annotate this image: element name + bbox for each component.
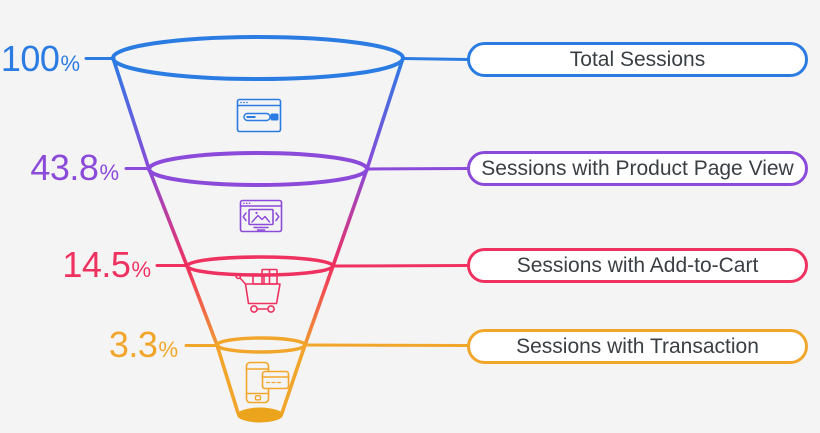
funnel-ring-product-page	[147, 151, 369, 187]
phone-payment-icon	[245, 361, 290, 404]
funnel-ring-transaction	[215, 336, 307, 354]
connector-right-total	[402, 57, 469, 61]
percent-sign: %	[158, 337, 178, 362]
stage-pill-label: Sessions with Product Page View	[481, 156, 794, 180]
funnel-ring-total-sessions	[111, 35, 405, 81]
percent-sign: %	[131, 257, 151, 282]
percent-label-add-to-cart: 14.5 %	[0, 243, 151, 287]
connector-right-transaction	[304, 343, 469, 347]
stage-pill-transaction: Sessions with Transaction	[467, 329, 808, 364]
funnel-bottom-cap	[237, 407, 283, 423]
stage-pill-add-to-cart: Sessions with Add-to-Cart	[467, 248, 808, 283]
percent-label-transaction: 3.3 %	[0, 323, 178, 367]
funnel-right-side	[280, 56, 405, 415]
stage-pill-label: Sessions with Transaction	[516, 334, 759, 358]
percent-value: 3.3	[108, 324, 158, 365]
percent-label-total-sessions: 100 %	[0, 37, 80, 81]
browser-window-icon	[236, 98, 282, 133]
percent-sign: %	[60, 51, 80, 76]
connector-right-cart	[332, 264, 469, 268]
stage-pill-product-page-view: Sessions with Product Page View	[467, 151, 808, 186]
percent-value: 43.8	[30, 147, 99, 188]
shopping-cart-icon	[235, 268, 281, 313]
percent-sign: %	[99, 160, 119, 185]
stage-pill-total-sessions: Total Sessions	[467, 42, 808, 77]
product-page-image-icon	[239, 199, 283, 233]
stage-pill-label: Sessions with Add-to-Cart	[516, 253, 759, 277]
percent-value: 14.5	[62, 244, 131, 285]
funnel-ring-add-to-cart	[185, 255, 335, 277]
percent-value: 100	[0, 38, 60, 79]
connector-right-product	[366, 167, 469, 171]
stage-pill-label: Total Sessions	[569, 47, 706, 71]
percent-label-product-page: 43.8 %	[0, 146, 119, 190]
